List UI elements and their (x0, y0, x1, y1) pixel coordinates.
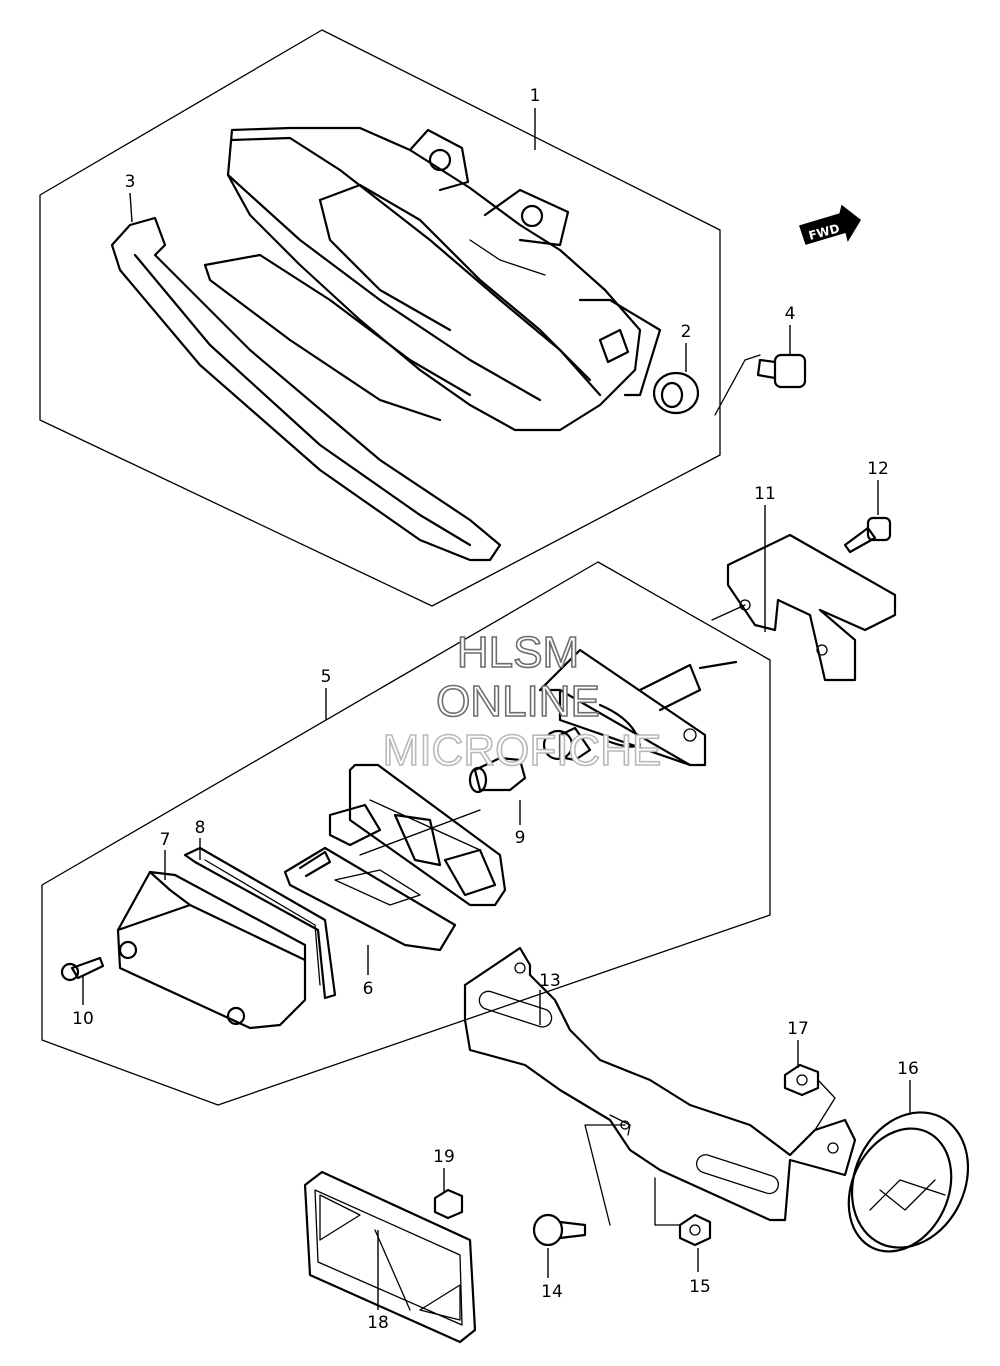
callout-8: 8 (195, 818, 206, 838)
callout-6: 6 (363, 979, 374, 999)
fwd-arrow-icon: FWD (799, 204, 861, 245)
callout-19: 19 (433, 1147, 455, 1167)
part-lamp-housing (116, 870, 307, 1030)
group-box-license-lamp (41, 561, 771, 1106)
callouts: 1 2 3 4 5 6 7 8 9 10 11 12 13 14 15 16 1… (72, 86, 919, 1333)
callout-1: 1 (530, 86, 541, 106)
part-screw-4 (714, 353, 807, 416)
callout-15: 15 (689, 1277, 711, 1297)
callout-9: 9 (515, 828, 526, 848)
watermark-line-2: ONLINE (436, 677, 600, 726)
part-screw-14 (532, 1213, 587, 1247)
callout-7: 7 (160, 830, 171, 850)
part-gasket-8 (183, 846, 337, 1000)
callout-5: 5 (321, 667, 332, 687)
group-box-tail-light (39, 29, 721, 607)
part-nut-15 (678, 1213, 712, 1247)
part-socket-plate (538, 648, 738, 767)
part-nut-19 (433, 1188, 464, 1220)
callout-10: 10 (72, 1009, 94, 1029)
part-round-reflector (847, 1111, 970, 1253)
part-lamp-base (328, 763, 507, 907)
part-bulb (468, 756, 527, 794)
callout-4: 4 (785, 304, 796, 324)
callout-14: 14 (541, 1282, 563, 1302)
watermark-line-3: MICROFICHE (383, 726, 662, 775)
part-reflector-bracket (463, 946, 857, 1222)
watermark-line-1: HLSM (457, 628, 579, 677)
part-gasket-ring (110, 216, 502, 562)
part-tail-light-housing (226, 126, 662, 432)
callout-13: 13 (539, 971, 561, 991)
leader-lines (82, 108, 911, 1310)
callout-3: 3 (125, 172, 136, 192)
part-grommet (652, 371, 700, 415)
callout-18: 18 (367, 1313, 389, 1333)
part-screw-12 (843, 516, 892, 554)
part-screw-10 (60, 956, 105, 982)
part-lens-cover (283, 846, 457, 952)
part-nut-17 (783, 1063, 820, 1097)
part-rect-reflector (303, 1170, 477, 1344)
callout-12: 12 (867, 459, 889, 479)
watermark: HLSM ONLINE MICROFICHE (382, 627, 662, 776)
callout-17: 17 (787, 1019, 809, 1039)
callout-16: 16 (897, 1059, 919, 1079)
part-bracket-11 (726, 533, 897, 682)
callout-11: 11 (754, 484, 776, 504)
callout-2: 2 (681, 322, 692, 342)
